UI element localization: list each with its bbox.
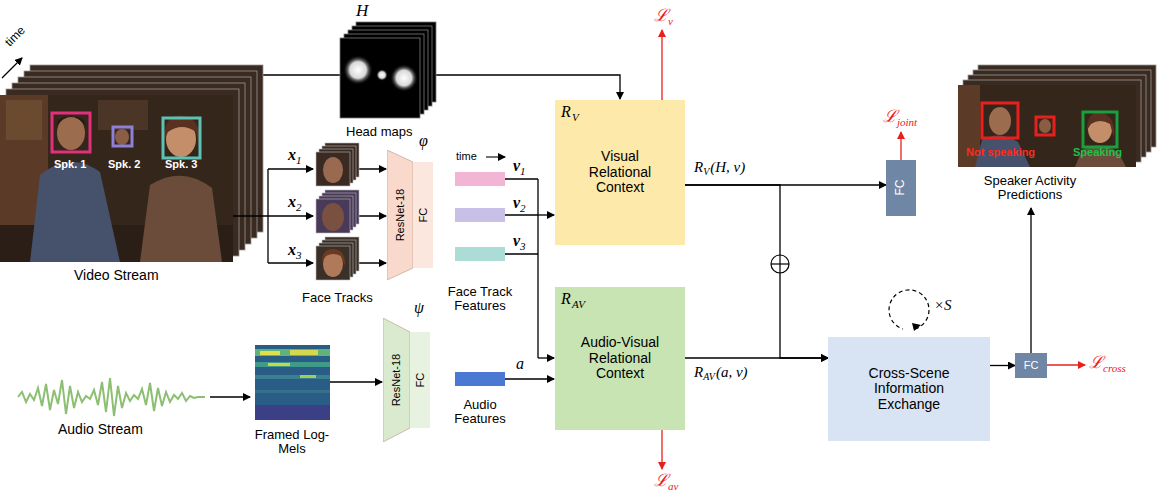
prediction-tag: Not speaking [966,146,1035,158]
resnet-encoder: ResNet-18 [387,150,413,280]
speaker-boxes [52,113,200,158]
node-text: FC [417,208,429,223]
math-symbol: R [561,290,571,308]
feature-bars [455,157,505,386]
audio-wire [330,382,382,383]
fc-layer: FC [410,332,430,428]
node-text: Cross-Scene Information Exchange [854,366,964,412]
math-symbol: x [288,193,296,211]
stream-label: Audio Stream [58,422,143,437]
caption-label: Audio Features [445,398,515,427]
loss-symbol: ℒ [654,472,668,491]
head-blobs [343,55,418,92]
subscript: 1 [520,165,526,177]
node-text: FC [1024,359,1039,371]
flow-arrow [685,185,828,358]
caption-label: Face Track Features [440,285,520,314]
subscript: 3 [520,240,526,252]
subscript: 2 [520,202,526,214]
node-text: FC [414,373,426,388]
video-frame-photo [0,95,233,262]
math-symbol: R [694,364,703,381]
fc-layer: FC [413,162,433,268]
time-arrow [2,58,22,78]
sum-symbol [771,255,789,273]
math-symbol: φ [419,132,428,150]
prediction-boxes [982,103,1117,147]
subscript: 2 [296,201,302,213]
time-label: time [456,150,477,162]
math-symbol: ψ [414,299,424,317]
feature-wires [505,179,554,379]
prediction-wire [1031,208,1032,353]
context-module: RAV Audio-Visual Relational Context [555,287,685,430]
math-symbol: R [561,103,571,121]
context-module: RV Visual Relational Context [555,100,685,245]
time-label: time [3,24,28,49]
math-symbol: v [513,194,520,212]
node-text: ResNet-18 [390,354,402,407]
caption-label: Face Tracks [302,291,373,305]
subscript: av [668,480,678,492]
loss-symbol: ℒ [883,108,897,127]
math-text: (H, v) [710,159,745,176]
math-symbol: H [356,2,368,21]
video-wire [263,75,620,99]
prediction-tag: Speaking [1073,146,1122,158]
subscript: 1 [296,154,302,166]
subscript: joint [897,116,917,128]
face-track-wires [233,169,386,263]
audio-waveform [18,378,250,416]
face-thumbnails [316,143,359,280]
prediction-photo [958,85,1136,167]
flow-arrow [990,365,1015,366]
head-map-frames [340,22,436,118]
math-symbol: a [516,355,524,373]
fc-layer: FC [1015,353,1047,378]
node-text: Visual Relational Context [574,149,666,195]
node-text: ResNet-18 [394,189,406,242]
repeat-count: ×S [934,297,952,314]
math-symbol: x [288,241,296,259]
stream-label: Video Stream [74,268,159,283]
math-symbol: v [513,157,520,175]
caption-label: Speaker Activity Predictions [975,174,1085,203]
caption-label: Head maps [346,125,412,139]
loss-symbol: ℒ [654,7,668,26]
subscript: 3 [296,249,302,261]
speaker-tag: Spk. 3 [165,158,197,170]
speaker-tag: Spk. 2 [108,158,140,170]
subscript: cross [1103,362,1126,374]
node-text: Audio-Visual Relational Context [574,335,666,381]
repeat-loop [889,290,929,331]
math-symbol: x [288,146,296,164]
math-symbol: AV [572,298,585,310]
loss-symbol: ℒ [1089,354,1103,373]
log-mel-spectrogram [255,345,330,420]
flow-arrow [685,357,828,358]
node-text: FC [894,180,907,196]
math-symbol: R [694,159,703,176]
exchange-module: Cross-Scene Information Exchange [828,337,990,441]
fc-layer: FC [886,160,916,216]
resnet-encoder: ResNet-18 [383,318,410,442]
caption-label: Framed Log-Mels [252,428,332,457]
subscript: V [703,166,709,177]
math-symbol: v [513,232,520,250]
subscript: v [668,15,673,27]
speaker-tag: Spk. 1 [54,158,86,170]
subscript: AV [703,371,715,382]
math-text: (a, v) [716,364,748,381]
math-symbol: V [572,111,579,123]
